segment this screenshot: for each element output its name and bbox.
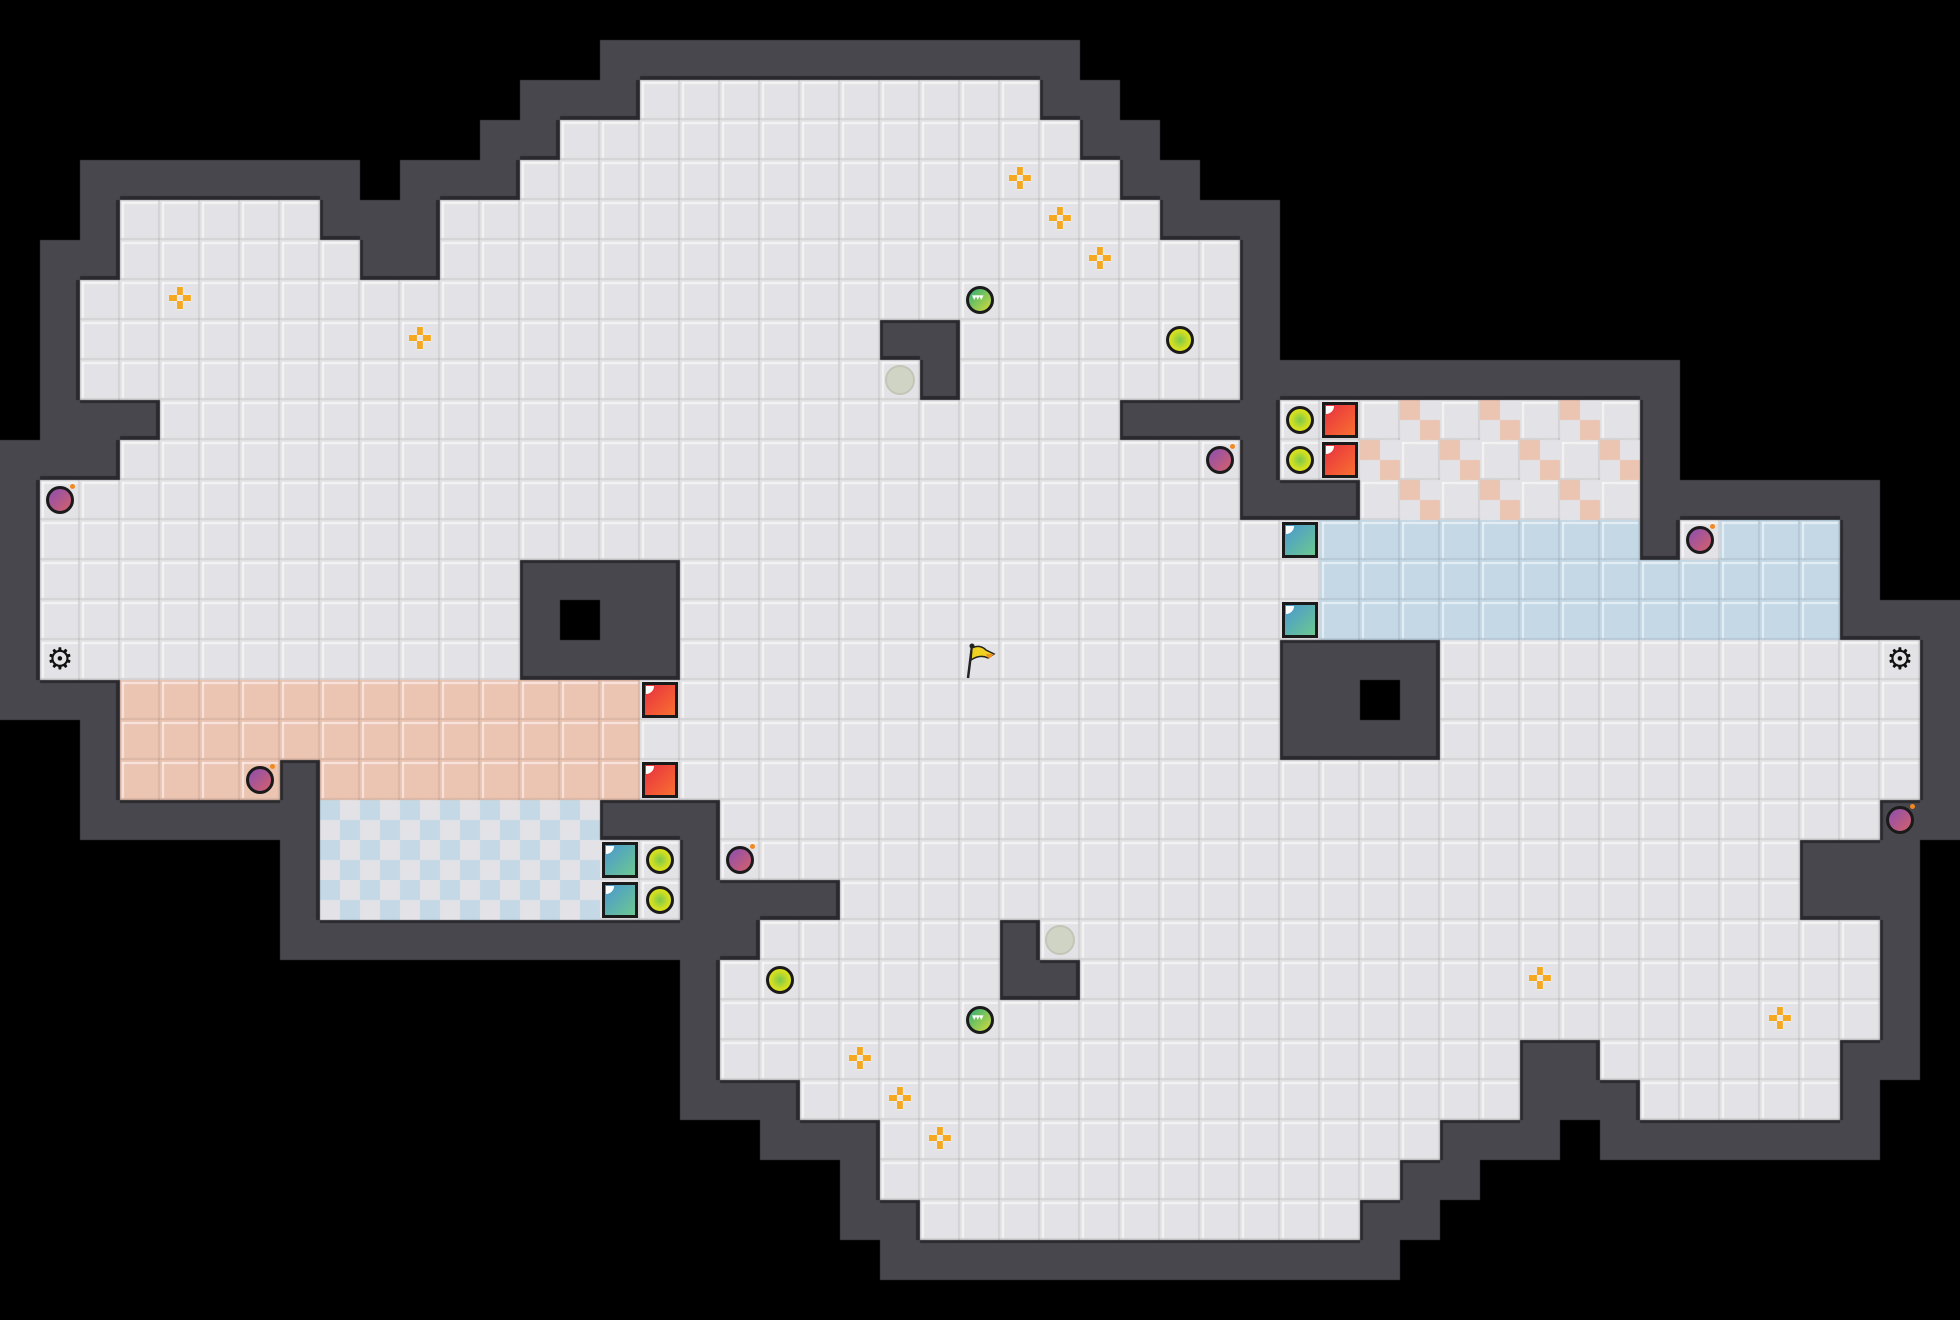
blue-block [600,840,640,880]
red-block-icon [642,762,678,798]
crosshair-star-icon: ✜ [1047,202,1073,237]
bomb-icon [726,844,755,874]
crosshair-star-icon: ✜ [927,1122,953,1157]
yellow-ball [1280,400,1320,440]
bomb [1880,800,1920,840]
star-marker: ✜ [1760,1000,1800,1040]
bomb-icon [246,764,275,794]
yellow-ball-icon [646,886,674,914]
red-block [1320,440,1360,480]
red-block-icon [1322,402,1358,438]
bomb-icon [1686,524,1715,554]
blue-block-icon [602,842,638,878]
blue-block-icon [1282,522,1318,558]
star-marker: ✜ [1040,200,1080,240]
crosshair-star-icon: ✜ [407,322,433,357]
crosshair-star-icon: ✜ [1767,1002,1793,1037]
star-marker: ✜ [1520,960,1560,1000]
green-ball [960,1000,1000,1040]
bomb [40,480,80,520]
gear-icon: ⚙ [1886,642,1914,677]
bomb [1200,440,1240,480]
red-block-icon [1322,442,1358,478]
bomb [240,760,280,800]
blue-block-icon [1282,602,1318,638]
yellow-ball-icon [1166,326,1194,354]
blue-block [1280,600,1320,640]
ghost-circle [1040,920,1080,960]
yellow-ball [640,840,680,880]
blue-block [1280,520,1320,560]
yellow-ball-icon [646,846,674,874]
yellow-ball [640,880,680,920]
red-block [640,680,680,720]
star-marker: ✜ [1000,160,1040,200]
green-ball [960,280,1000,320]
ghost-circle [880,360,920,400]
crosshair-star-icon: ✜ [887,1082,913,1117]
crosshair-star-icon: ✜ [167,282,193,317]
goal-flag [960,640,1000,680]
gear: ⚙ [40,640,80,680]
yellow-ball-icon [766,966,794,994]
yellow-ball [1160,320,1200,360]
crosshair-star-icon: ✜ [1087,242,1113,277]
green-shell-ball-icon [966,286,994,314]
bomb [1680,520,1720,560]
red-block [1320,400,1360,440]
star-marker: ✜ [880,1080,920,1120]
yellow-ball-icon [1286,446,1314,474]
red-block-icon [642,682,678,718]
blue-block [600,880,640,920]
red-block [640,760,680,800]
star-marker: ✜ [1080,240,1120,280]
star-marker: ✜ [160,280,200,320]
ghost-circle-icon [1045,925,1075,955]
gear-icon: ⚙ [46,642,74,677]
ghost-circle-icon [885,365,915,395]
crosshair-star-icon: ✜ [1007,162,1033,197]
blue-block-icon [602,882,638,918]
flag-icon [960,640,1000,680]
bomb-icon [1206,444,1235,474]
star-marker: ✜ [840,1040,880,1080]
yellow-ball-icon [1286,406,1314,434]
bomb-icon [1886,804,1915,834]
bomb-icon [46,484,75,514]
green-shell-ball-icon [966,1006,994,1034]
gear: ⚙ [1880,640,1920,680]
bomb [720,840,760,880]
crosshair-star-icon: ✜ [847,1042,873,1077]
yellow-ball [760,960,800,1000]
yellow-ball [1280,440,1320,480]
crosshair-star-icon: ✜ [1527,962,1553,997]
star-marker: ✜ [920,1120,960,1160]
star-marker: ✜ [400,320,440,360]
